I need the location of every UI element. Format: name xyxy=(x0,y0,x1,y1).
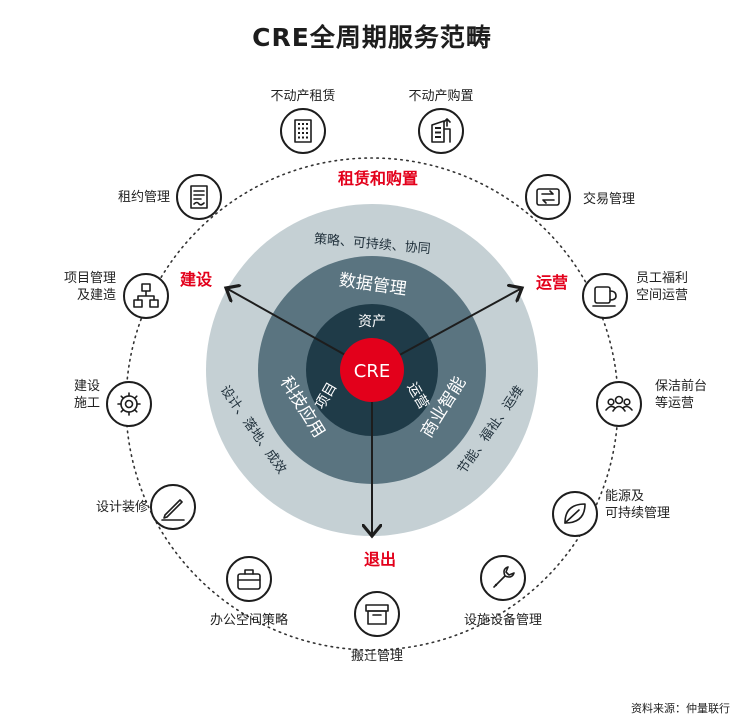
service-label: 员工福利空间运营 xyxy=(636,271,688,303)
service-node: 保洁前台等运营 xyxy=(596,378,707,427)
service-node: 办公空间策略 xyxy=(210,556,288,628)
service-node: 建设施工 xyxy=(74,379,152,427)
service-node-circle xyxy=(226,556,272,602)
people-icon xyxy=(605,395,633,412)
leaf-icon xyxy=(564,503,586,524)
source-note: 资料来源：仲量联行 xyxy=(631,702,730,715)
building-icon xyxy=(294,119,312,143)
service-label: 保洁前台等运营 xyxy=(655,378,707,411)
service-node: 租约管理 xyxy=(118,174,222,220)
service-node-circle xyxy=(354,591,400,637)
phase-operations: 运营 xyxy=(536,273,568,292)
service-node-circle xyxy=(525,174,571,220)
service-node: 项目管理及建造 xyxy=(64,271,169,319)
phase-construction: 建设 xyxy=(180,270,213,289)
inner-ring-label-asset: 资产 xyxy=(358,314,386,330)
building-purchase-icon xyxy=(431,118,451,143)
service-node-circle xyxy=(106,381,152,427)
coffee-cup-icon xyxy=(592,286,617,307)
gear-icon xyxy=(117,392,141,416)
pencil-icon xyxy=(161,499,185,521)
service-node: 设计装修 xyxy=(96,484,196,530)
service-label: 设施设备管理 xyxy=(464,612,542,628)
phase-leasing: 租赁和购置 xyxy=(338,169,418,188)
service-node: 能源及可持续管理 xyxy=(552,489,670,537)
service-node: 交易管理 xyxy=(525,174,635,220)
service-label: 能源及可持续管理 xyxy=(605,489,670,521)
cre-center-label: CRE xyxy=(354,361,390,382)
service-node: 不动产租赁 xyxy=(270,89,336,154)
service-label: 交易管理 xyxy=(583,191,635,207)
service-node: 员工福利空间运营 xyxy=(582,271,688,319)
service-label: 项目管理及建造 xyxy=(64,271,116,303)
service-label: 租约管理 xyxy=(118,190,170,205)
service-node-circle xyxy=(176,174,222,220)
service-label: 办公空间策略 xyxy=(210,612,288,628)
service-label: 不动产购置 xyxy=(408,88,473,104)
service-node: 不动产购置 xyxy=(408,88,474,154)
service-label: 设计装修 xyxy=(96,500,148,515)
service-node-circle xyxy=(582,273,628,319)
page-title: CRE全周期服务范畴 xyxy=(252,23,492,52)
briefcase-icon xyxy=(237,569,261,590)
service-node-circle xyxy=(418,108,464,154)
contract-icon xyxy=(190,185,208,209)
service-node-circle xyxy=(280,108,326,154)
service-label: 搬迁管理 xyxy=(351,649,403,664)
service-label: 不动产租赁 xyxy=(270,89,335,104)
box-icon xyxy=(365,604,389,625)
service-label: 建设施工 xyxy=(74,379,100,411)
service-node: 搬迁管理 xyxy=(351,591,403,664)
service-node: 设施设备管理 xyxy=(464,555,542,628)
wrench-icon xyxy=(493,566,515,588)
transaction-icon xyxy=(536,188,560,206)
cre-center xyxy=(340,338,404,402)
hierarchy-icon xyxy=(133,283,159,308)
phase-exit: 退出 xyxy=(364,550,396,569)
